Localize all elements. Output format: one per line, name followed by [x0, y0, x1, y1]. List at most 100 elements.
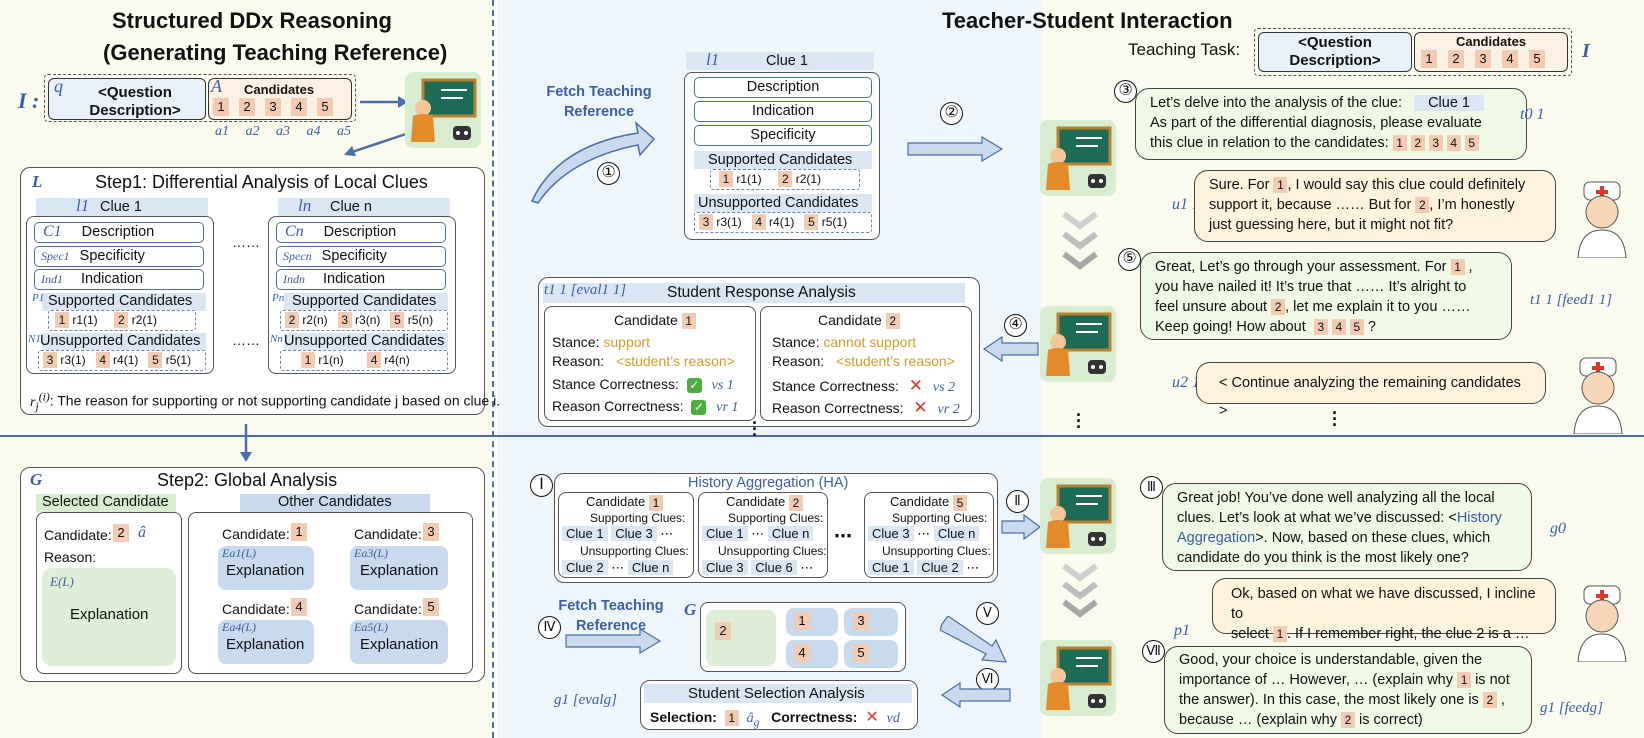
- roman-7: Ⅶ: [1142, 640, 1165, 663]
- ssa-row: Selection: 1 âg Correctness: ✕ vd: [650, 709, 900, 729]
- other1-label: Candidate:: [222, 526, 290, 542]
- ha-card-1-sup: Clue 1 Clue 3 ⋯: [562, 526, 673, 542]
- other3-e: Ea3(L): [354, 546, 388, 560]
- other1-text: Explanation: [226, 562, 305, 579]
- other5-cand: 5: [423, 598, 439, 616]
- input-to-teacher-arrow: [360, 96, 408, 108]
- sel-cand-label: Candidate:: [44, 527, 112, 543]
- sel-expl-block: [42, 568, 176, 666]
- g-label: G: [684, 600, 697, 619]
- bubble-u1: Sure. For 1, I would say this clue could…: [1194, 170, 1556, 242]
- bubble-p1: Ok, based on what we have discussed, I i…: [1212, 578, 1556, 643]
- clue1-unsup-header: [42, 333, 206, 351]
- fetch2-label: Fetch Teaching Reference: [558, 598, 664, 634]
- ref-to-teacher-arrow: [907, 136, 1004, 162]
- sra-c1-rc: Reason Correctness: ✓ vr 1: [552, 398, 739, 415]
- a-subs: a1 a2 a3 a4 a5: [215, 124, 351, 140]
- bubble-3r: Great job! You’ve done well analyzing al…: [1162, 483, 1532, 571]
- cluen-n: Nn: [270, 333, 283, 345]
- chevrons-2: [1062, 563, 1098, 618]
- ha-title: History Aggregation (HA): [688, 475, 849, 491]
- ha-card-1-unsup: Clue 2 ⋯ Clue n: [562, 560, 674, 576]
- other4-e: Ea4(L): [222, 620, 256, 634]
- sra-c1-sc: Stance Correctness: ✓ vs 1: [552, 376, 734, 393]
- ha-card-3-unsup: Clue 1 Clue 2 ⋯: [868, 560, 979, 576]
- cross-icon: ✕: [908, 376, 923, 395]
- b3-tag: t0 1: [1520, 106, 1545, 123]
- task-label: Teaching Task:: [1128, 40, 1241, 59]
- other3-expl: [350, 546, 448, 590]
- clue-ellipsis-1: ……: [232, 234, 260, 250]
- task-cands-label: Candidates: [1456, 34, 1527, 49]
- task-q-box: [1258, 32, 1412, 72]
- ref-header: [686, 52, 874, 70]
- step2-label: G: [30, 470, 43, 489]
- roman-5: Ⅴ: [976, 602, 999, 625]
- ref-l: l1: [706, 50, 720, 69]
- teacher-robot-icon-1: [1040, 120, 1116, 196]
- step-4: ④: [1004, 314, 1027, 337]
- question-box: [48, 78, 206, 120]
- ha-card-3-label: Candidate 5: [890, 494, 967, 511]
- left-title-2: (Generating Teaching Reference): [103, 40, 448, 65]
- cluen-l: ln: [298, 196, 312, 215]
- sra-tag: t1 1 [eval1 1]: [544, 282, 627, 298]
- clue1-sup-header: [42, 293, 206, 311]
- sra-c1-stance: Stance: support: [552, 334, 651, 350]
- bubble-3: Let’s delve into the analysis of the clu…: [1135, 88, 1527, 160]
- ha-card-1-sup-l: Supporting Clues:: [590, 511, 686, 525]
- sra-c1-label: Candidate 1: [614, 312, 696, 330]
- vertical-ellipsis-1: ···: [1076, 405, 1082, 437]
- teacher-to-sra-arrow: [982, 336, 1039, 362]
- cand-3: 3: [265, 98, 281, 116]
- g-o3-c: 3: [853, 612, 869, 630]
- cross-icon: ✕: [865, 709, 879, 726]
- student-icon-1: [1570, 180, 1634, 259]
- ha-ellipsis: ⋯: [834, 526, 852, 546]
- check-icon: ✓: [691, 400, 707, 415]
- a-label: A: [211, 76, 222, 96]
- vertical-ellipsis-3: ···: [752, 413, 758, 445]
- selected-header-text: Selected Candidate: [42, 494, 169, 510]
- student-icon-3: [1570, 584, 1634, 663]
- footnote: rj(i): The reason for supporting or not …: [30, 390, 501, 413]
- other4-expl: [218, 620, 314, 664]
- ref-sup-header: [694, 151, 872, 169]
- p1-tag: p1: [1174, 622, 1190, 639]
- teacher-to-step1-arrow: [344, 132, 407, 156]
- clue1-n: N1: [28, 333, 41, 345]
- sra-header: [543, 283, 965, 303]
- sra-c2-sc: Stance Correctness: ✕ vs 2: [772, 376, 956, 395]
- cluen-sup-header: [284, 293, 448, 311]
- other4-label: Candidate:: [222, 601, 290, 617]
- other5-expl: [350, 620, 448, 664]
- clue1-sup-row: 1 r1(1) 2 r2(1): [48, 310, 196, 331]
- cluen-header: [278, 198, 450, 216]
- cand-2: 2: [239, 98, 255, 116]
- ssa-title: Student Selection Analysis: [688, 685, 865, 702]
- clue1-p: P1: [32, 292, 45, 304]
- fetch-arrow: [530, 120, 656, 204]
- a-sub-5: a5: [337, 124, 351, 139]
- ha-card-1-unsup-l: Unsupporting Clues:: [580, 544, 689, 558]
- cluen-unsup-row: 1 r1(n) 4 r4(n): [280, 350, 448, 371]
- sel-cand: 2: [113, 524, 129, 542]
- vertical-divider: [492, 0, 494, 738]
- other1-e: Ea1(L): [222, 546, 256, 560]
- ref-ind: Indication: [694, 101, 872, 122]
- other5-e: Ea5(L): [354, 620, 388, 634]
- cluen-sup-label: Supported Candidates: [292, 293, 437, 309]
- b3r-tag: g0: [1550, 520, 1566, 537]
- step-3: ③: [1114, 80, 1137, 103]
- step-5: ⑤: [1118, 248, 1141, 271]
- task-I: I: [1582, 40, 1590, 62]
- g-o1-c: 1: [794, 612, 810, 630]
- sra-title: Student Response Analysis: [667, 284, 856, 301]
- task-q: <Question Description>: [1289, 34, 1381, 69]
- other3-label: Candidate:: [354, 526, 422, 542]
- u1-tag: u1 1: [1172, 196, 1200, 213]
- ref-unsup-row: 3 r3(1) 4 r4(1) 5 r5(1): [694, 212, 872, 233]
